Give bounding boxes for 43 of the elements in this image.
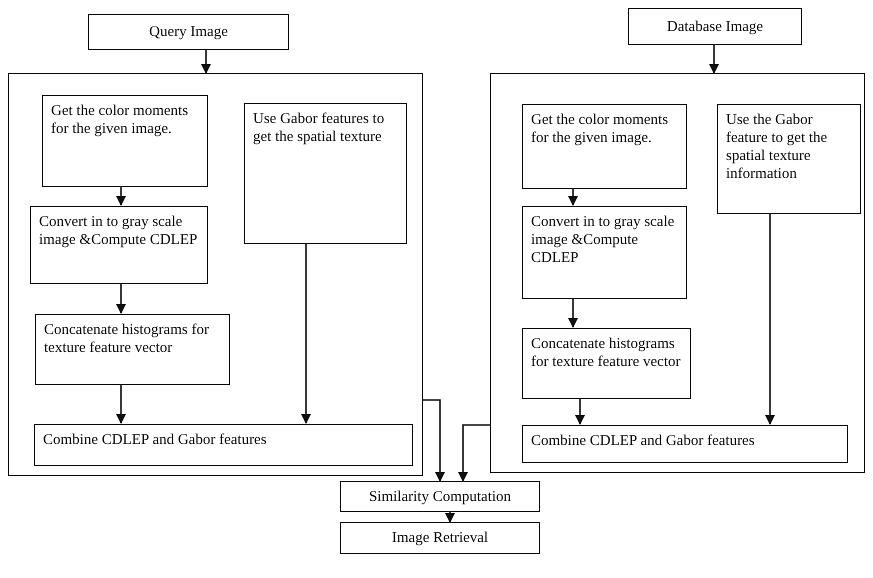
box-label: Database Image <box>666 18 764 36</box>
box-label: Image Retrieval <box>392 529 488 547</box>
arrow <box>116 186 126 206</box>
arrow <box>116 384 126 424</box>
process-box <box>340 522 540 554</box>
box-label: Use Gabor features to get the spatial texture <box>253 110 386 146</box>
container-box <box>490 73 865 473</box>
arrow <box>301 243 311 424</box>
arrow <box>116 283 126 314</box>
box-label: Use the Gabor feature to get the spatial texture information <box>726 111 828 183</box>
process-box <box>35 314 230 385</box>
container-box <box>8 73 423 476</box>
box-label: Concatenate histograms for texture feature vector <box>44 321 210 357</box>
arrow <box>201 50 211 74</box>
process-box <box>30 206 208 284</box>
box-label: Combine CDLEP and Gabor features <box>43 431 267 449</box>
process-box <box>522 206 687 299</box>
process-box <box>244 103 407 244</box>
arrow <box>445 512 455 523</box>
arrow <box>568 188 578 206</box>
box-label: Query Image <box>149 23 228 41</box>
box-label: Combine CDLEP and Gabor features <box>531 432 755 450</box>
arrow <box>575 398 585 425</box>
arrow <box>458 424 490 482</box>
box-label: Similarity Computation <box>368 488 512 506</box>
process-box <box>340 481 540 512</box>
box-label: Get the color moments for the given image. <box>531 111 670 147</box>
box-label: Get the color moments for the given image. <box>51 102 190 138</box>
process-box <box>42 95 208 187</box>
process-box <box>717 104 861 214</box>
arrow <box>709 45 719 74</box>
arrow <box>568 298 578 328</box>
process-box <box>522 328 691 399</box>
box-label: Convert in to gray scale image &Compute CDLEP <box>531 213 676 267</box>
process-box <box>628 8 802 45</box>
arrow <box>765 213 775 425</box>
process-box <box>522 104 687 189</box>
process-box <box>88 14 289 50</box>
box-label: Convert in to gray scale image &Compute CDLEP <box>39 213 198 249</box>
process-box <box>34 424 413 466</box>
process-box <box>522 425 848 463</box>
box-label: Concatenate histograms for texture feature vector <box>531 335 682 371</box>
arrow <box>423 399 445 482</box>
